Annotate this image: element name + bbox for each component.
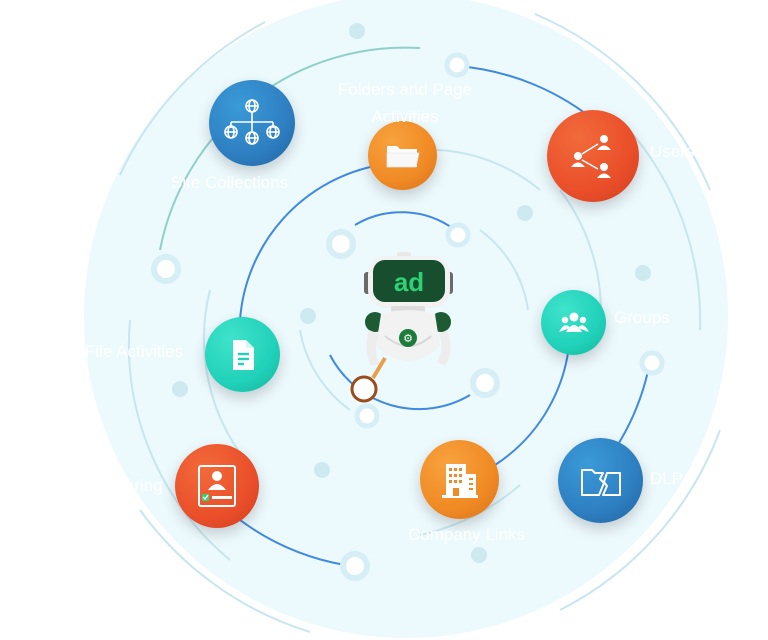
network-globe-icon (224, 99, 280, 145)
site-collections-label: Site Collections (171, 173, 289, 192)
folders-label-line1: Folders and Page (337, 80, 473, 99)
building-icon (441, 463, 478, 498)
svg-text:⚙: ⚙ (403, 332, 413, 345)
folder-icon (386, 145, 419, 167)
file-activities-node[interactable] (205, 317, 280, 392)
dlp-node[interactable] (558, 438, 643, 523)
folders-label-line2: Activities (371, 107, 439, 126)
group-icon (558, 312, 589, 332)
company-links-label: Company Links (408, 525, 526, 544)
users-node[interactable] (547, 110, 639, 202)
company-links-node[interactable] (420, 440, 499, 519)
groups-label: Groups (614, 308, 670, 327)
folders-label: Folders and Page Activities (300, 76, 510, 130)
broken-folder-icon (580, 468, 621, 496)
site-collections-node[interactable] (209, 80, 295, 166)
user-share-icon (571, 135, 611, 178)
document-icon (232, 339, 254, 370)
groups-node[interactable] (541, 290, 606, 355)
users-label: Users (650, 142, 695, 161)
robot-mascot: ad ⚙ (350, 252, 453, 403)
id-card-icon (198, 465, 236, 507)
folders-node[interactable] (368, 121, 437, 190)
file-activities-label: File Activities (85, 342, 184, 361)
robot-visor-text: ad (394, 267, 424, 297)
sharing-label: Sharing (104, 476, 163, 495)
sharing-node[interactable] (175, 444, 259, 528)
dlp-label: DLP (650, 469, 684, 488)
